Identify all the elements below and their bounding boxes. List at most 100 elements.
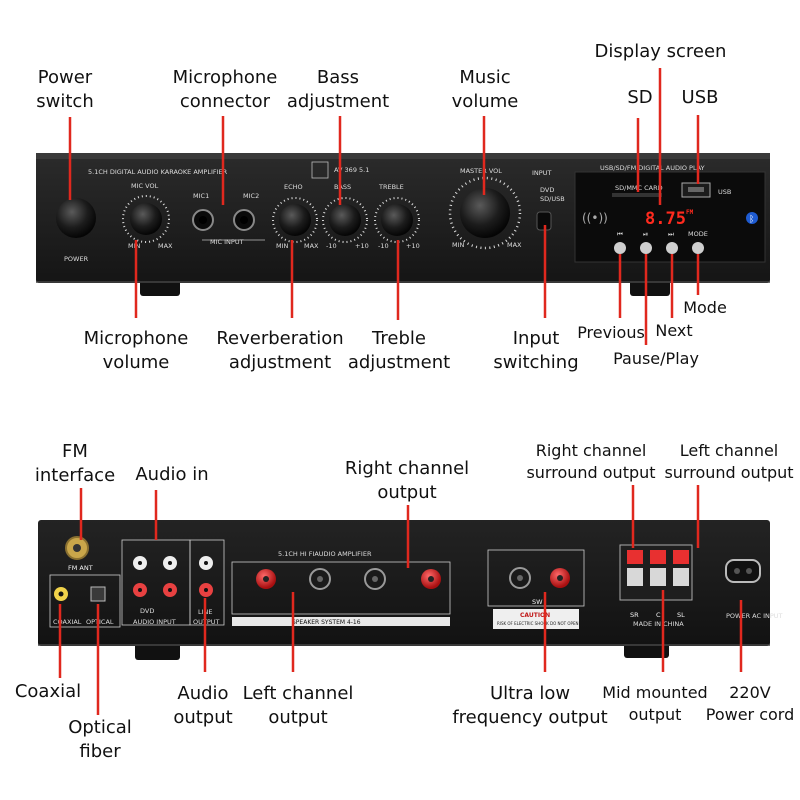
bass-min: -10	[326, 242, 337, 250]
next-symbol: ⏭	[668, 230, 674, 238]
callout-music-volume-line1: Music	[459, 67, 511, 88]
callout-mic-connector-line1: Microphone	[172, 67, 278, 88]
callout-coaxial: Coaxial	[14, 681, 82, 702]
bluetooth-icon	[746, 212, 758, 224]
speaker-system-label: SPEAKER SYSTEM 4-16	[292, 619, 361, 626]
callout-left-output-line2: output	[268, 707, 328, 728]
bass-label: BASS	[334, 183, 351, 191]
callout-power-cord: 220V Power cord	[702, 682, 798, 726]
callout-bass-line2: adjustment	[286, 91, 390, 112]
mode-tag: MODE	[688, 230, 708, 238]
echo-knob[interactable]	[279, 204, 311, 236]
callout-fm-line1: FM	[62, 441, 88, 462]
mic-volume-knob[interactable]	[130, 203, 162, 235]
callout-bass-line1: Bass	[316, 67, 360, 88]
callout-left-surround: Left channel surround output	[662, 440, 796, 484]
callout-display-screen: Display screen	[594, 41, 727, 62]
sd-usb-label: SD/USB	[540, 195, 565, 203]
master-volume-knob[interactable]	[460, 188, 510, 238]
usb-tag: USB	[718, 188, 731, 196]
callout-pause-play: Pause/Play	[613, 349, 699, 368]
svg-text:ᛒ: ᛒ	[749, 214, 754, 225]
callout-power-switch: Power switch	[25, 66, 105, 114]
audio-input-label: AUDIO INPUT	[133, 618, 176, 626]
power-label: POWER	[64, 255, 89, 263]
optical-label: OPTICAL	[86, 618, 114, 626]
callout-ultra-low: Ultra low frequency output	[452, 682, 608, 730]
callout-right-output-line1: Right channel	[344, 458, 470, 479]
mic-input-label: MIC INPUT	[210, 238, 244, 246]
callout-input-switching: Input switching	[483, 327, 589, 375]
dvd-label: DVD	[540, 186, 554, 194]
callout-treble-line1: Treble	[372, 328, 426, 349]
front-panel: POWER 5.1CH DIGITAL AUDIO KARAOKE AMPLIF…	[36, 153, 770, 296]
callout-mid-mounted: Mid mounted output	[596, 682, 714, 726]
callout-usb: USB	[681, 87, 719, 108]
input-switch-button[interactable]	[536, 211, 552, 231]
pause-play-button[interactable]	[640, 242, 652, 254]
rear-panel: FM ANT COAXIAL OPTICAL DVD AUDIO INPUT L…	[38, 520, 783, 660]
callout-bass-adjustment: Bass adjustment	[282, 66, 394, 114]
prev-symbol: ⏮	[617, 230, 623, 238]
callout-mic-volume-line2: volume	[102, 352, 170, 373]
callout-reverb-line2: adjustment	[228, 352, 332, 373]
callout-mic-volume-line1: Microphone	[83, 328, 189, 349]
echo-label: ECHO	[284, 183, 303, 191]
coaxial-label: COAXIAL	[53, 618, 82, 626]
callout-sd: SD	[627, 87, 653, 108]
previous-button[interactable]	[614, 242, 626, 254]
dvd-tag: DVD	[140, 607, 154, 615]
treble-knob[interactable]	[381, 204, 413, 236]
callout-treble-line2: adjustment	[347, 352, 451, 373]
bass-max: +10	[355, 242, 369, 250]
callout-left-surround-line2: surround output	[664, 463, 794, 482]
callout-reverb-line1: Reverberation	[216, 328, 344, 349]
sd-card-slot[interactable]	[612, 193, 662, 197]
next-button[interactable]	[666, 242, 678, 254]
callout-input-line2: switching	[493, 352, 579, 373]
power-knob[interactable]	[56, 198, 96, 238]
mic-vol-min: MIN	[128, 242, 141, 250]
callout-ultra-low-line1: Ultra low	[489, 683, 571, 704]
model-label: AV 369 5.1	[334, 166, 369, 174]
optical-port[interactable]	[90, 586, 106, 602]
player-title: USB/SD/FM DIGITAL AUDIO PLAY	[600, 164, 705, 172]
callout-treble: Treble adjustment	[342, 327, 456, 375]
callout-mode: Mode	[683, 298, 727, 317]
callout-mid-line1: Mid mounted	[602, 683, 708, 702]
callout-power-cord-line1: 220V	[729, 683, 771, 702]
callout-right-channel-output: Right channel output	[342, 457, 472, 505]
fm-ant-label: FM ANT	[68, 564, 93, 572]
sl-label: SL	[677, 611, 685, 619]
bass-knob[interactable]	[329, 204, 361, 236]
callout-input-line1: Input	[512, 328, 560, 349]
mode-button[interactable]	[692, 242, 704, 254]
c-label: C	[656, 611, 661, 619]
sr-label: SR	[630, 611, 639, 619]
callout-left-surround-line1: Left channel	[679, 441, 779, 460]
sd-card-label: SD/MMC CARD	[615, 184, 663, 192]
front-title: 5.1CH DIGITAL AUDIO KARAOKE AMPLIFIER	[88, 168, 228, 176]
echo-max: MAX	[304, 242, 319, 250]
power-socket[interactable]	[725, 559, 761, 583]
callout-audio-output-line1: Audio	[177, 683, 229, 704]
play-symbol: ⏯	[643, 230, 648, 238]
mic-vol-label: MIC VOL	[131, 182, 159, 190]
callout-mid-line2: output	[628, 705, 682, 724]
callout-power-switch-line2: switch	[36, 91, 94, 112]
made-in-label: MADE IN CHINA	[633, 620, 684, 628]
callout-microphone-connector: Microphone connector	[160, 66, 290, 114]
callout-music-volume: Music volume	[440, 66, 530, 114]
callout-left-output-line1: Left channel	[242, 683, 354, 704]
remote-sensor-icon: ((•))	[582, 211, 608, 225]
callout-left-channel-output: Left channel output	[240, 682, 356, 730]
mic1-label: MIC1	[193, 192, 209, 200]
echo-min: MIN	[276, 242, 289, 250]
callout-reverberation: Reverberation adjustment	[213, 327, 347, 375]
line-label: LINE	[198, 608, 213, 616]
treble-max: +10	[406, 242, 420, 250]
treble-min: -10	[378, 242, 389, 250]
sw-label: SW	[532, 598, 543, 606]
output-label: OUTPUT	[193, 618, 220, 626]
